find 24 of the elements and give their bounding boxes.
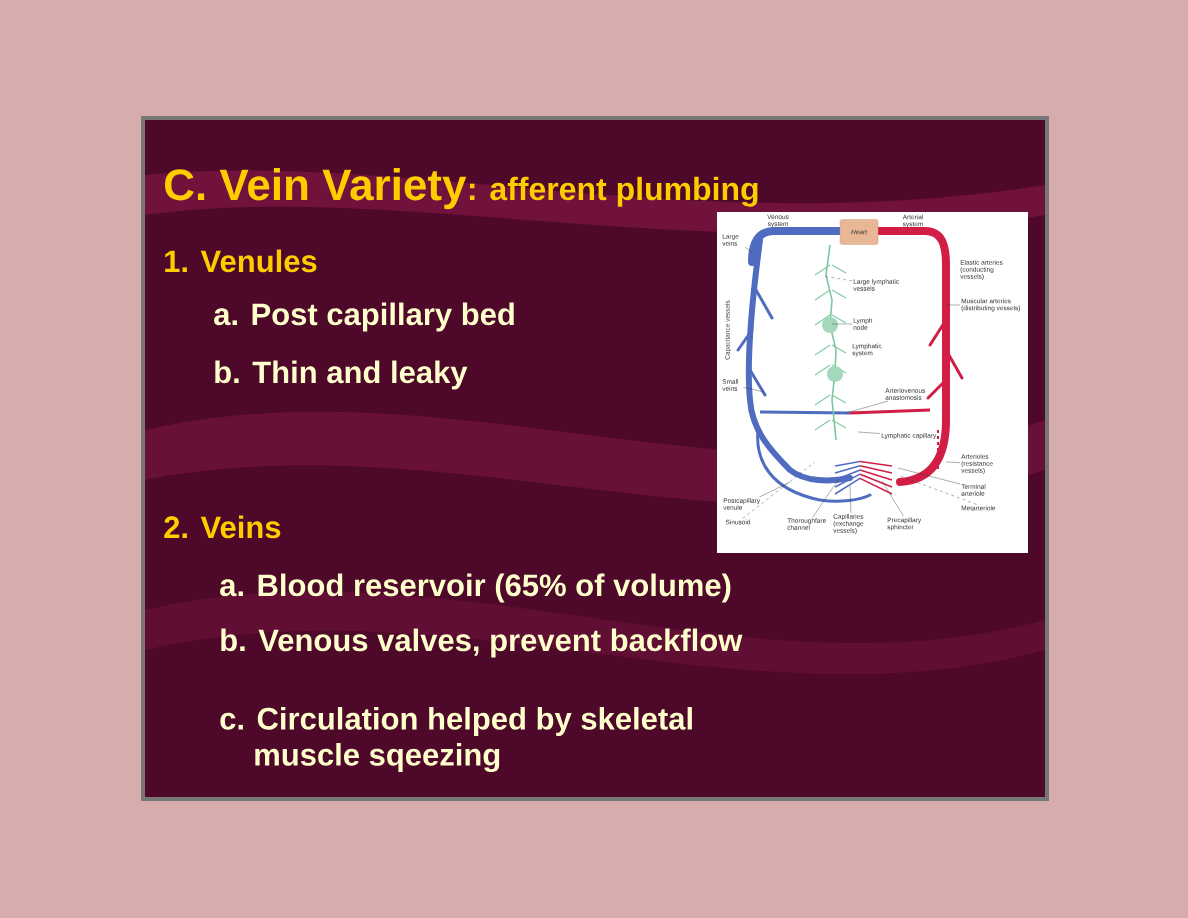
leader-line [845, 400, 889, 414]
leader-line [857, 431, 881, 434]
leader-line [759, 481, 791, 498]
leader-line [945, 461, 961, 463]
bullet-item: b. Thin and leaky [215, 360, 468, 390]
leader-line [831, 323, 853, 325]
slide-title: C. Vein Variety [165, 168, 467, 210]
bullet-item: b. Venous valves, prevent backflow [221, 628, 743, 658]
leader-line [849, 485, 852, 513]
leader-line [881, 480, 904, 517]
leader-line [812, 479, 839, 518]
leader-line [899, 475, 977, 505]
bullet-item: a. Post capillary bed [214, 302, 514, 332]
leader-line [743, 387, 765, 393]
bullet-item: a. Blood reservoir (65% of volume) [220, 573, 731, 603]
slide-subtitle: : afferent plumbing [469, 176, 758, 207]
leader-line [742, 461, 816, 519]
leader-line [945, 304, 961, 306]
leader-line [897, 467, 961, 485]
bullet-heading: 2. Veins [164, 515, 281, 539]
bullet-item: c. Circulation helped by skeletal muscle sqeezing [220, 707, 692, 773]
leader-line [821, 275, 853, 282]
bullet-heading: 1. Venules [165, 249, 317, 273]
leader-line [744, 246, 753, 253]
